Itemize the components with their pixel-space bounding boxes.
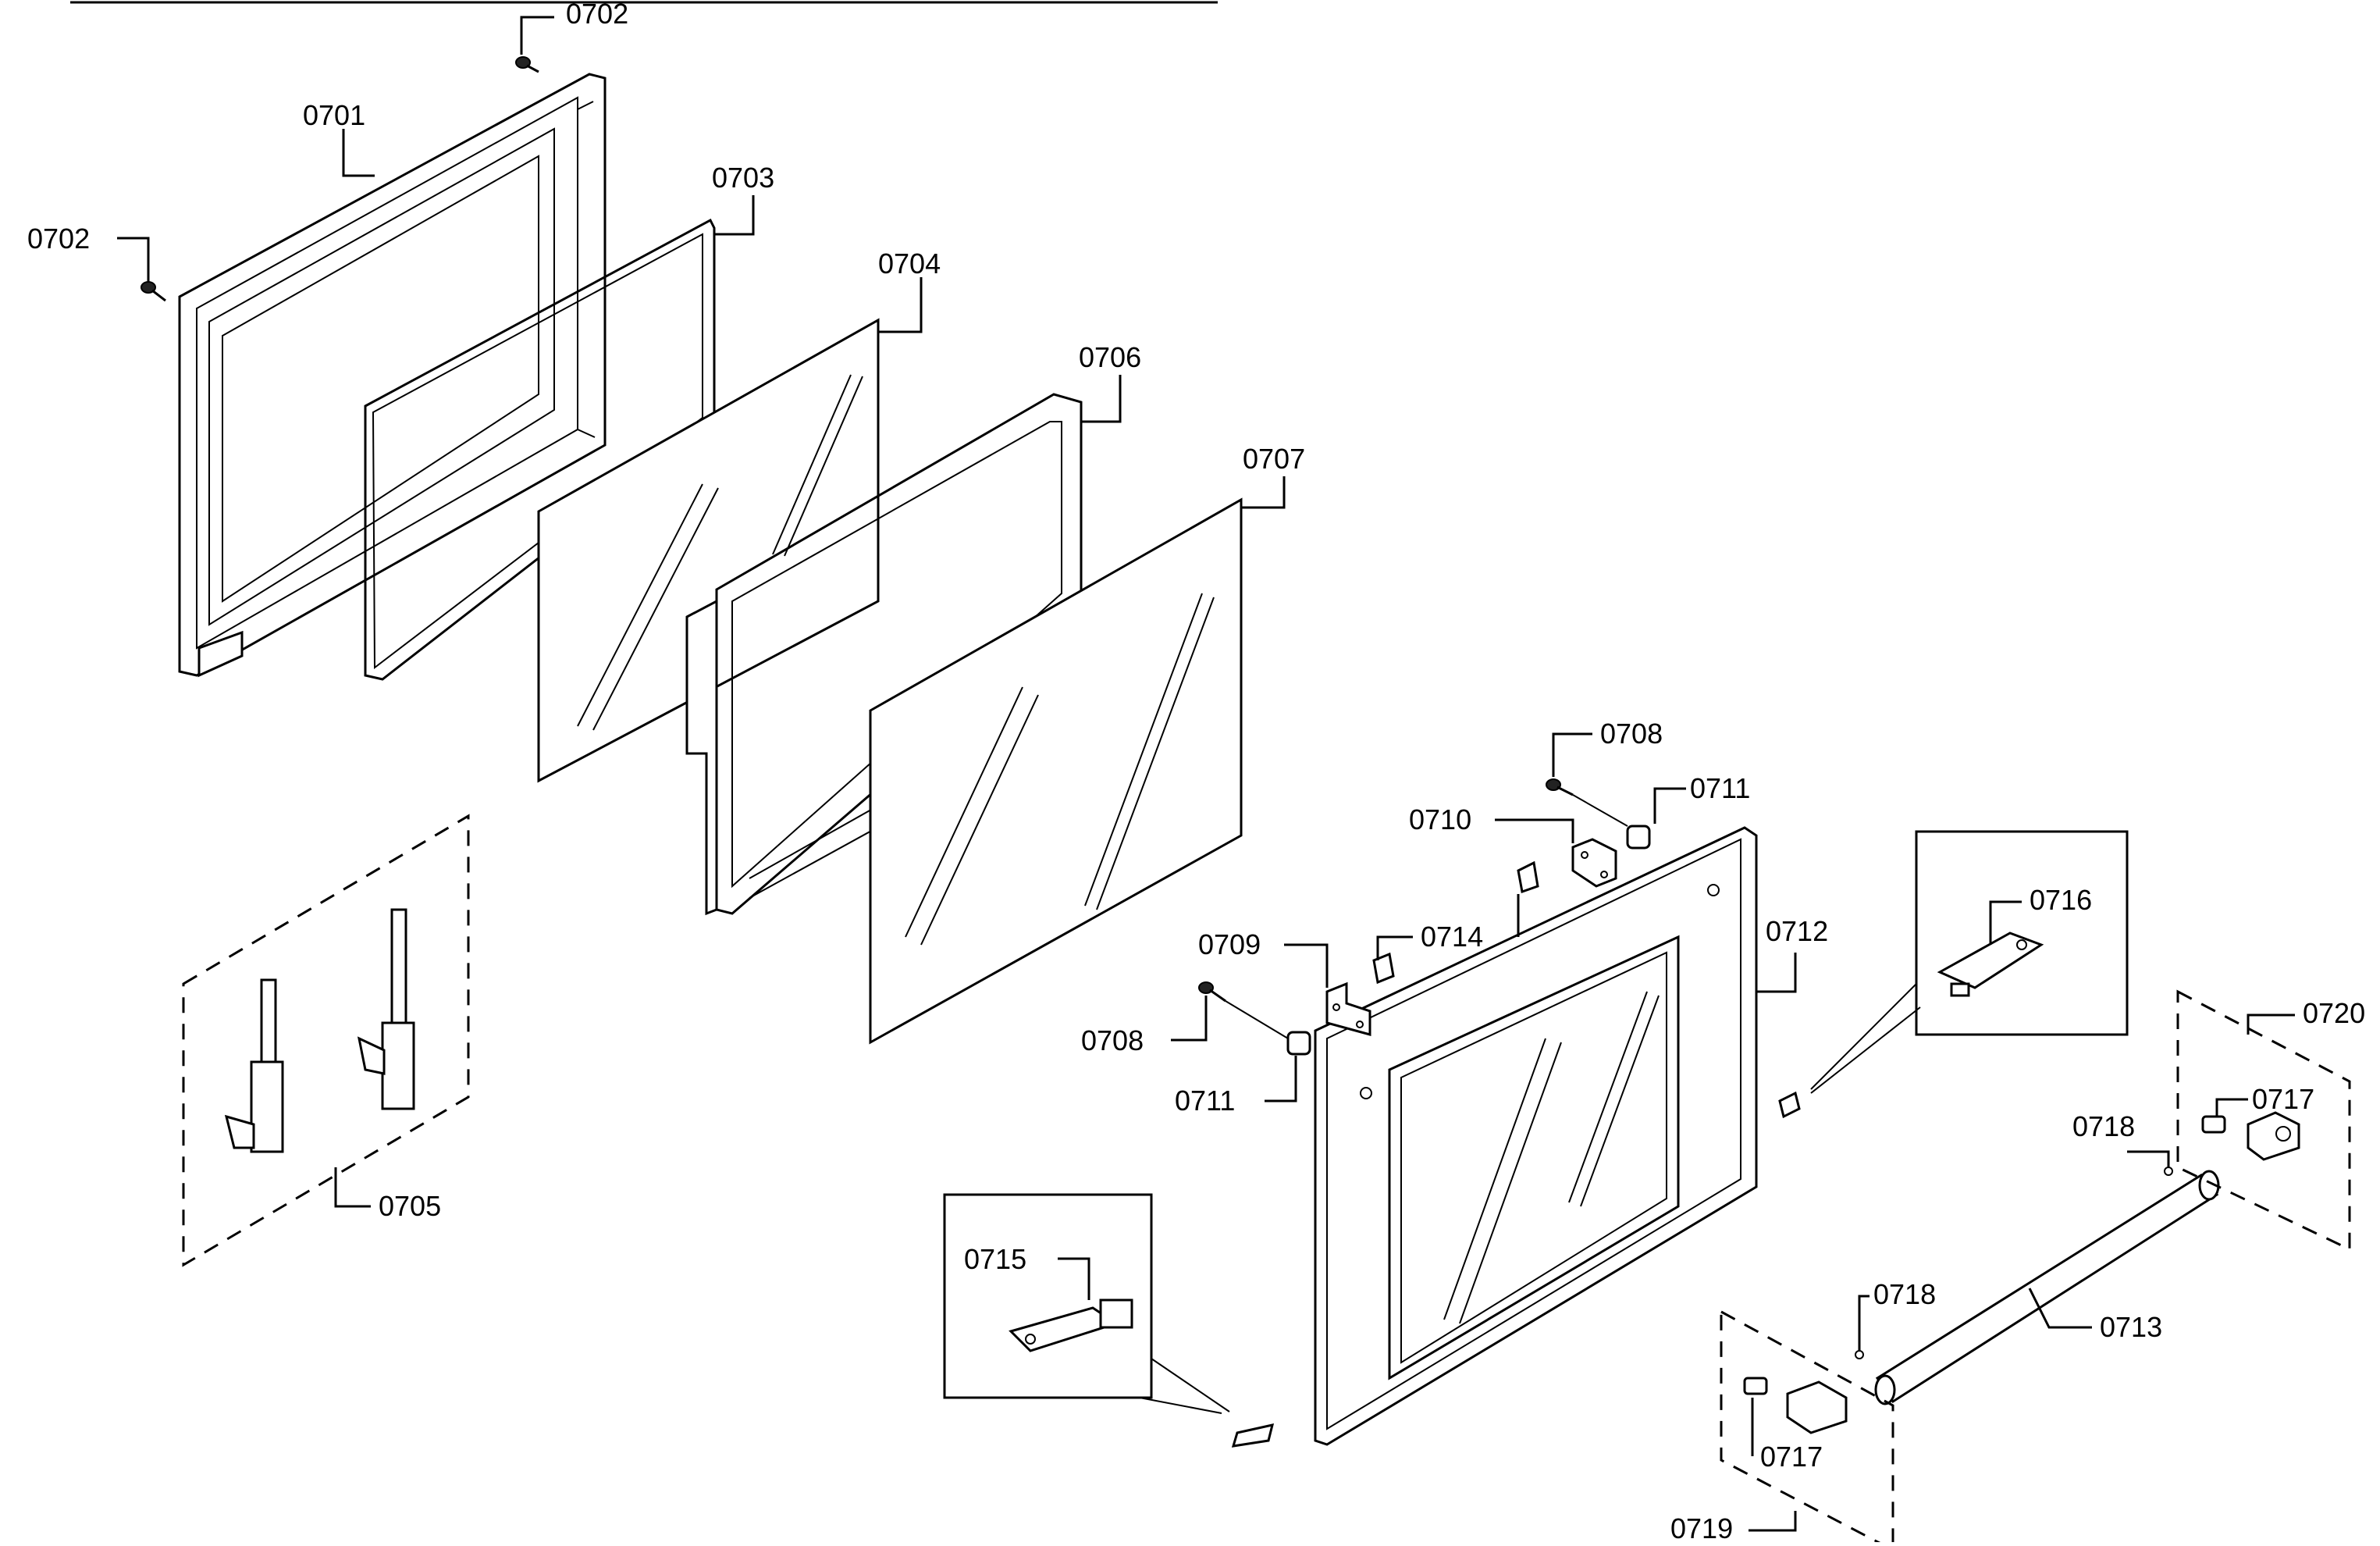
label-0709: 0709 bbox=[1198, 928, 1261, 960]
part-0705-hinge-assembly bbox=[182, 814, 470, 1267]
part-0708-screw-upper bbox=[1546, 778, 1628, 827]
label-0717-lower: 0717 bbox=[1760, 1441, 1823, 1473]
label-0712: 0712 bbox=[1766, 915, 1828, 947]
label-0704: 0704 bbox=[878, 248, 941, 280]
label-0701: 0701 bbox=[303, 99, 365, 131]
part-0708-screw-lower bbox=[1198, 981, 1289, 1039]
part-0702-screw-top bbox=[515, 56, 539, 73]
part-0714-bushing-lower bbox=[1372, 952, 1395, 985]
part-0701-inner-frame bbox=[178, 73, 607, 678]
label-0715: 0715 bbox=[964, 1243, 1026, 1275]
part-0719-handle-end-assembly bbox=[1720, 1309, 1894, 1546]
part-0715-detail-box bbox=[943, 1193, 1275, 1448]
label-0702-left: 0702 bbox=[27, 223, 90, 255]
part-0716-detail-box bbox=[1778, 830, 2129, 1119]
part-0702-screw-left bbox=[141, 281, 166, 302]
label-0711-upper: 0711 bbox=[1690, 772, 1750, 804]
label-0707: 0707 bbox=[1243, 443, 1305, 475]
label-0719: 0719 bbox=[1670, 1512, 1733, 1542]
part-0712-outer-door bbox=[1314, 826, 1758, 1446]
part-0718-pin-upper bbox=[2164, 1167, 2173, 1176]
leader-lines bbox=[117, 16, 2295, 1532]
part-0710-hinge-bracket bbox=[1571, 838, 1617, 888]
label-0720: 0720 bbox=[2303, 997, 2365, 1029]
part-0711-cap-upper bbox=[1626, 825, 1651, 850]
label-0711-lower: 0711 bbox=[1175, 1085, 1235, 1117]
label-0718-right: 0718 bbox=[2072, 1110, 2135, 1142]
part-number-labels: 0702 0701 0702 0703 0704 0706 0707 0705 … bbox=[27, 0, 2365, 1544]
label-0710: 0710 bbox=[1409, 803, 1471, 835]
label-0718-lower: 0718 bbox=[1873, 1278, 1936, 1310]
part-0704-glass-pane bbox=[537, 318, 880, 783]
label-0703: 0703 bbox=[712, 162, 774, 194]
part-0707-glass-pane bbox=[869, 497, 1243, 1045]
label-0708-upper: 0708 bbox=[1600, 718, 1663, 750]
part-0718-pin-lower bbox=[1855, 1350, 1864, 1359]
label-0705: 0705 bbox=[379, 1190, 441, 1222]
label-0714: 0714 bbox=[1421, 921, 1483, 953]
label-0708-lower: 0708 bbox=[1081, 1024, 1144, 1056]
part-0714-bushing-upper bbox=[1517, 860, 1539, 893]
label-0717-right: 0717 bbox=[2252, 1083, 2314, 1115]
part-0709-hinge-bracket bbox=[1325, 981, 1371, 1036]
label-0702-top: 0702 bbox=[566, 0, 628, 30]
part-0711-cap-lower bbox=[1286, 1031, 1311, 1056]
part-0713-handle-bar bbox=[1874, 1170, 2220, 1405]
part-0720-handle-end-assembly bbox=[2176, 989, 2351, 1252]
label-0716: 0716 bbox=[2030, 884, 2092, 916]
label-0706: 0706 bbox=[1079, 341, 1141, 373]
label-0713: 0713 bbox=[2100, 1311, 2162, 1343]
